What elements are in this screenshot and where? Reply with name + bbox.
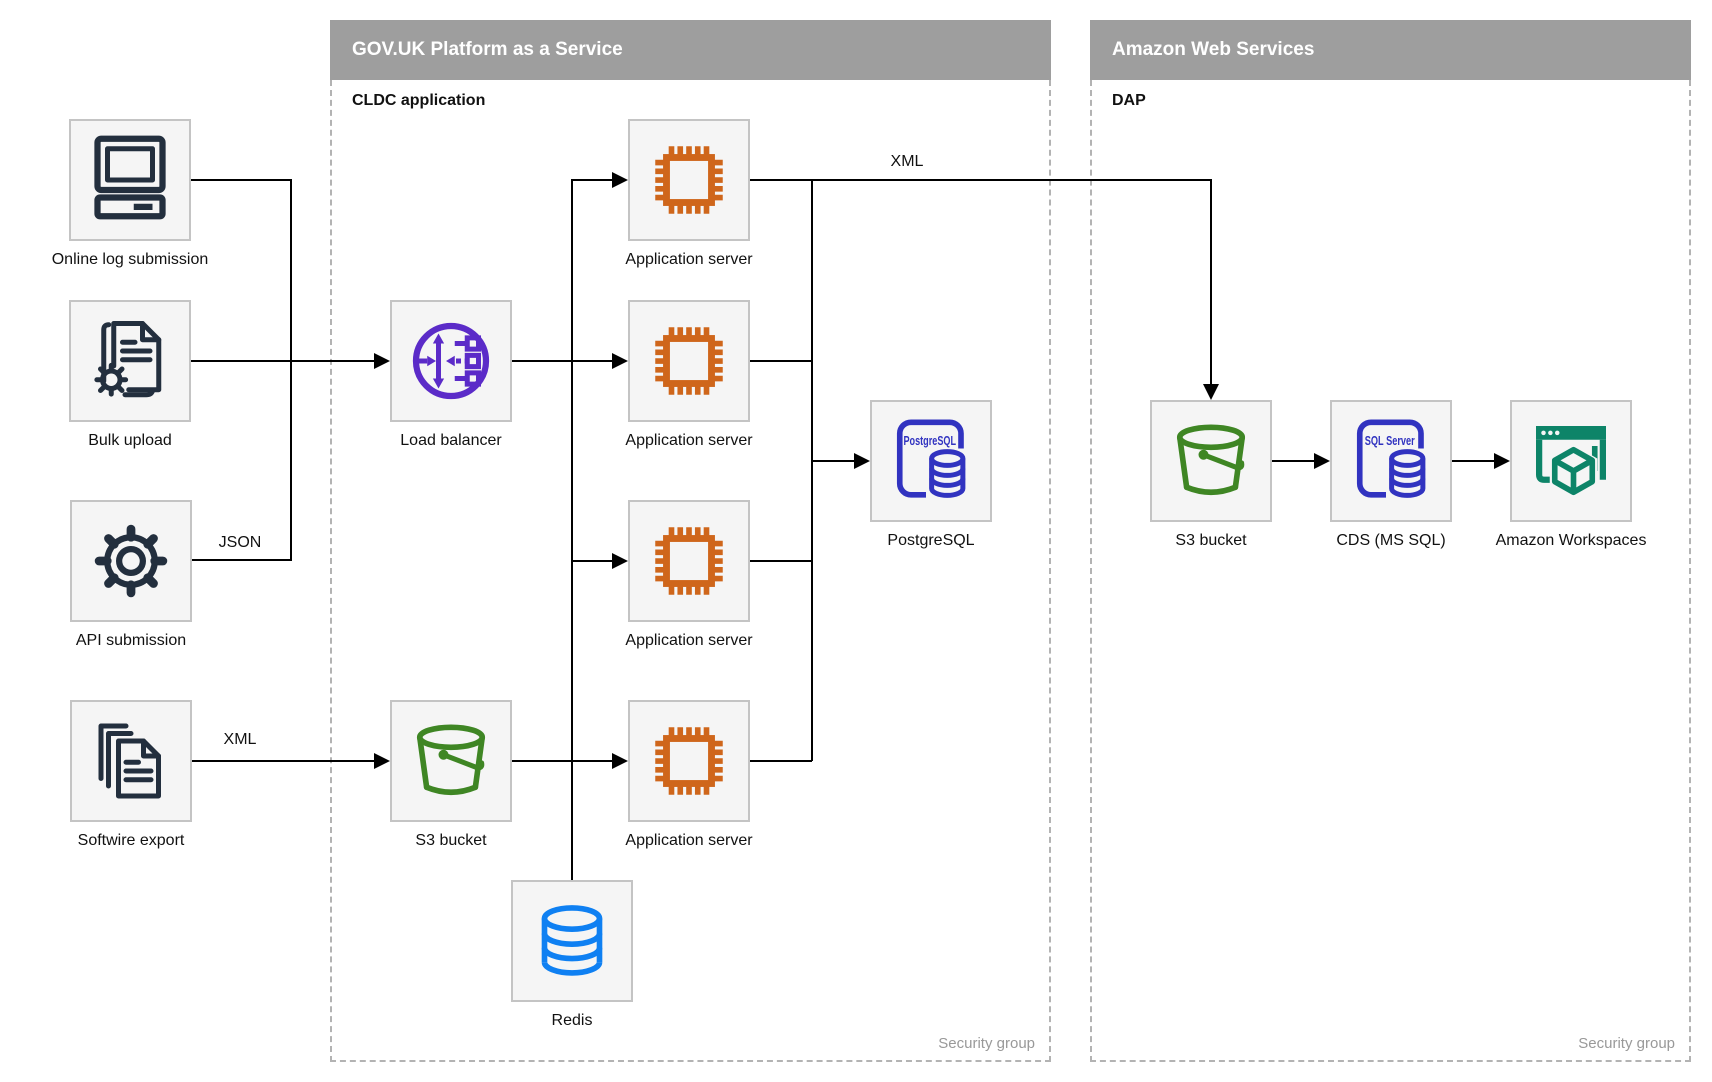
edge-softwire-to-s3: [192, 753, 390, 769]
node-label: Application server: [625, 432, 753, 449]
postgresql-icon: PostgreSQL: [896, 419, 969, 501]
s3-bucket-icon: [1176, 424, 1246, 496]
cpu-chip-icon: [655, 146, 723, 214]
node-s3-bucket-govuk: S3 bucket: [390, 700, 512, 849]
edge-appservers-to-postgresql: [750, 180, 870, 762]
node-label: PostgreSQL: [887, 532, 975, 549]
edge-label-xml-to-aws: XML: [886, 153, 928, 171]
node-label: API submission: [75, 632, 187, 649]
aws-header: Amazon Web Services: [1090, 20, 1691, 80]
node-tile: [390, 700, 512, 822]
computer-icon: [94, 135, 166, 220]
edge-loadbalancer-to-appservers: [512, 172, 628, 880]
workspaces-icon: [1536, 426, 1606, 498]
node-s3-bucket-aws: S3 bucket: [1150, 400, 1272, 549]
node-label: CDS (MS SQL): [1336, 532, 1446, 549]
node-tile: [69, 300, 191, 422]
govuk-security-group-label: Security group: [938, 1035, 1035, 1052]
node-redis: Redis: [511, 880, 633, 1029]
node-tile: [390, 300, 512, 422]
node-label: Amazon Workspaces: [1495, 532, 1647, 549]
node-label: Application server: [625, 832, 753, 849]
node-tile: [628, 500, 750, 622]
node-label: Bulk upload: [88, 432, 172, 449]
node-cds-ms-sql: SQL Server CDS (MS SQL): [1330, 400, 1452, 549]
edge-label-xml-softwire: XML: [219, 731, 261, 749]
node-label: S3 bucket: [1175, 532, 1247, 549]
cpu-chip-icon: [655, 727, 723, 795]
sql-server-icon-text: SQL Server: [1365, 433, 1415, 448]
node-tile: [628, 119, 750, 241]
aws-body: DAP Security group: [1090, 80, 1691, 1062]
document-gear-icon: [94, 321, 162, 398]
documents-stack-icon: [98, 723, 161, 799]
node-tile: [70, 700, 192, 822]
govuk-paas-container: GOV.UK Platform as a Service CLDC applic…: [330, 20, 1051, 1062]
node-tile: [1150, 400, 1272, 522]
aws-security-group-label: Security group: [1578, 1035, 1675, 1052]
node-tile: PostgreSQL: [870, 400, 992, 522]
node-tile: [69, 119, 191, 241]
node-load-balancer: Load balancer: [390, 300, 512, 449]
govuk-paas-body: CLDC application Security group: [330, 80, 1051, 1062]
load-balancer-icon: [412, 322, 490, 400]
gear-icon: [94, 524, 168, 598]
node-application-server-2: Application server: [625, 300, 753, 449]
edge-s3-to-cds: [1272, 453, 1330, 469]
node-tile: [511, 880, 633, 1002]
node-tile: [628, 700, 750, 822]
s3-bucket-icon: [416, 724, 486, 796]
node-label: Load balancer: [400, 432, 502, 449]
node-label: Application server: [625, 251, 753, 268]
sql-server-icon: SQL Server: [1356, 419, 1429, 501]
node-amazon-workspaces: Amazon Workspaces: [1496, 400, 1646, 549]
node-application-server-4: Application server: [625, 700, 753, 849]
node-softwire-export: Softwire export: [70, 700, 192, 849]
postgresql-icon-text: PostgreSQL: [904, 433, 957, 448]
node-bulk-upload: Bulk upload: [69, 300, 191, 449]
node-label: Redis: [551, 1012, 593, 1029]
edge-appserver-to-aws-s3: [750, 179, 1219, 400]
node-tile: [70, 500, 192, 622]
node-application-server-1: Application server: [625, 119, 753, 268]
aws-container: Amazon Web Services DAP Security group: [1090, 20, 1691, 1062]
cldc-application-label: CLDC application: [352, 92, 486, 109]
node-tile: SQL Server: [1330, 400, 1452, 522]
node-label: Softwire export: [77, 832, 185, 849]
dap-label: DAP: [1112, 92, 1146, 109]
node-application-server-3: Application server: [625, 500, 753, 649]
cpu-chip-icon: [655, 527, 723, 595]
node-online-log-submission: Online log submission: [52, 119, 208, 268]
edge-sources-to-loadbalancer: [191, 179, 390, 561]
edge-label-json: JSON: [214, 534, 266, 552]
node-postgresql: PostgreSQL PostgreSQL: [870, 400, 992, 549]
node-label: Application server: [625, 632, 753, 649]
redis-database-icon: [541, 905, 603, 976]
node-api-submission: API submission: [70, 500, 192, 649]
node-label: S3 bucket: [415, 832, 487, 849]
edge-cds-to-workspaces: [1452, 453, 1510, 469]
node-label: Online log submission: [51, 251, 209, 268]
node-tile: [628, 300, 750, 422]
govuk-paas-header: GOV.UK Platform as a Service: [330, 20, 1051, 80]
cpu-chip-icon: [655, 327, 723, 395]
node-tile: [1510, 400, 1632, 522]
